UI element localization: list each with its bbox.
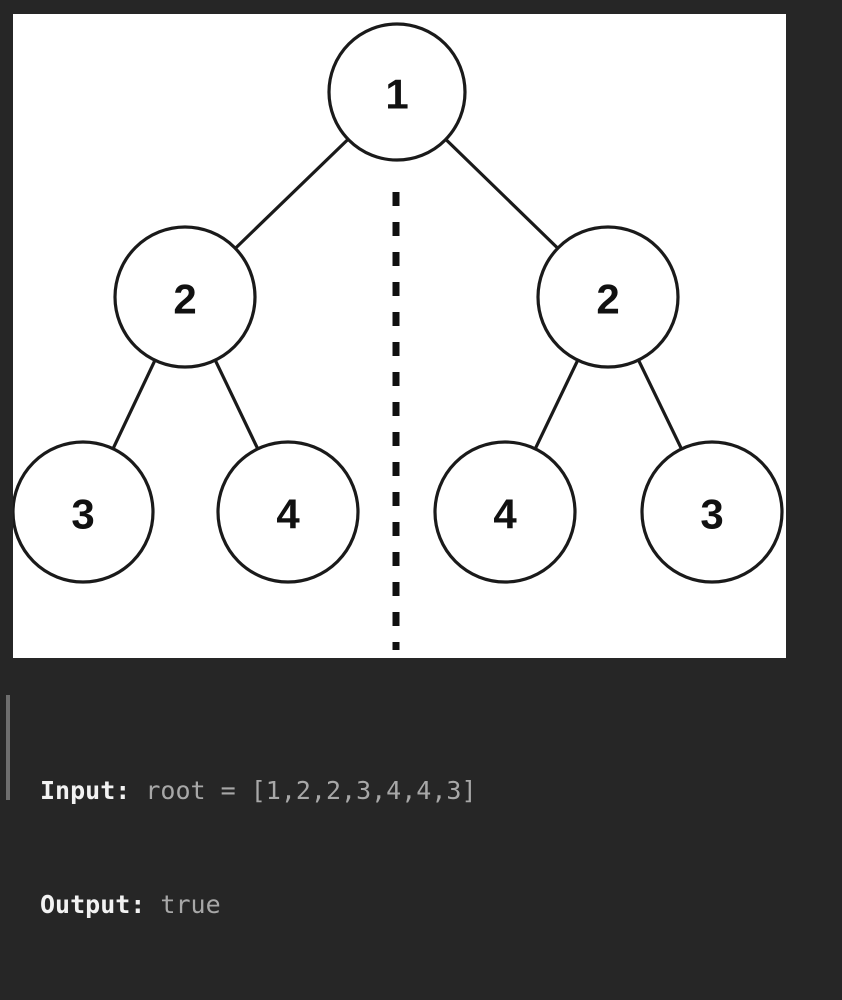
tree-node-right: 2 <box>536 225 680 369</box>
node-label-rl: 4 <box>493 491 517 538</box>
tree-node-rr: 3 <box>640 440 784 584</box>
caption-text: Input: root = [1,2,2,3,4,4,3] Output: tr… <box>40 696 477 1000</box>
node-label-rr: 3 <box>700 491 723 538</box>
tree-edge-right-rl <box>533 359 580 450</box>
tree-node-left: 2 <box>113 225 257 369</box>
tree-edges-group <box>111 138 683 450</box>
node-circle-lr <box>216 440 360 584</box>
caption-input-line: Input: root = [1,2,2,3,4,4,3] <box>40 772 477 810</box>
input-label: Input: <box>40 776 131 805</box>
node-circle-right <box>536 225 680 369</box>
tree-edge-root-right <box>444 138 559 250</box>
tree-node-lr: 4 <box>216 440 360 584</box>
node-circle-rl <box>433 440 577 584</box>
tree-node-ll: 3 <box>13 440 155 584</box>
node-circle-ll <box>13 440 155 584</box>
output-value: true <box>145 890 221 919</box>
screenshot-root: 1 2 2 3 4 4 3 Input: root = [1,2,2,3,4,4,3] Ou… <box>0 14 842 919</box>
tree-node-root: 1 <box>327 22 467 162</box>
node-label-ll: 3 <box>71 491 94 538</box>
node-circle-left <box>113 225 257 369</box>
tree-diagram-svg: 1 2 2 3 4 4 3 <box>13 22 784 650</box>
node-circle-root <box>327 22 467 162</box>
tree-edge-left-ll <box>111 359 157 450</box>
tree-edge-right-rr <box>637 359 683 450</box>
output-label: Output: <box>40 890 146 919</box>
node-label-lr: 4 <box>276 491 300 538</box>
caption-output-line: Output: true <box>40 886 477 924</box>
input-value: root = [1,2,2,3,4,4,3] <box>130 776 477 805</box>
node-label-right: 2 <box>596 276 619 323</box>
node-label-left: 2 <box>173 276 196 323</box>
caption-accent-bar <box>6 695 10 800</box>
tree-node-rl: 4 <box>433 440 577 584</box>
tree-nodes-group: 1 2 2 3 4 4 3 <box>13 22 784 584</box>
caption-block: Input: root = [1,2,2,3,4,4,3] Output: tr… <box>0 690 842 919</box>
node-circle-rr <box>640 440 784 584</box>
node-label-root: 1 <box>385 71 408 118</box>
tree-figure-panel: 1 2 2 3 4 4 3 <box>13 14 786 658</box>
tree-edge-root-left <box>234 138 350 250</box>
tree-edge-left-lr <box>213 359 260 450</box>
